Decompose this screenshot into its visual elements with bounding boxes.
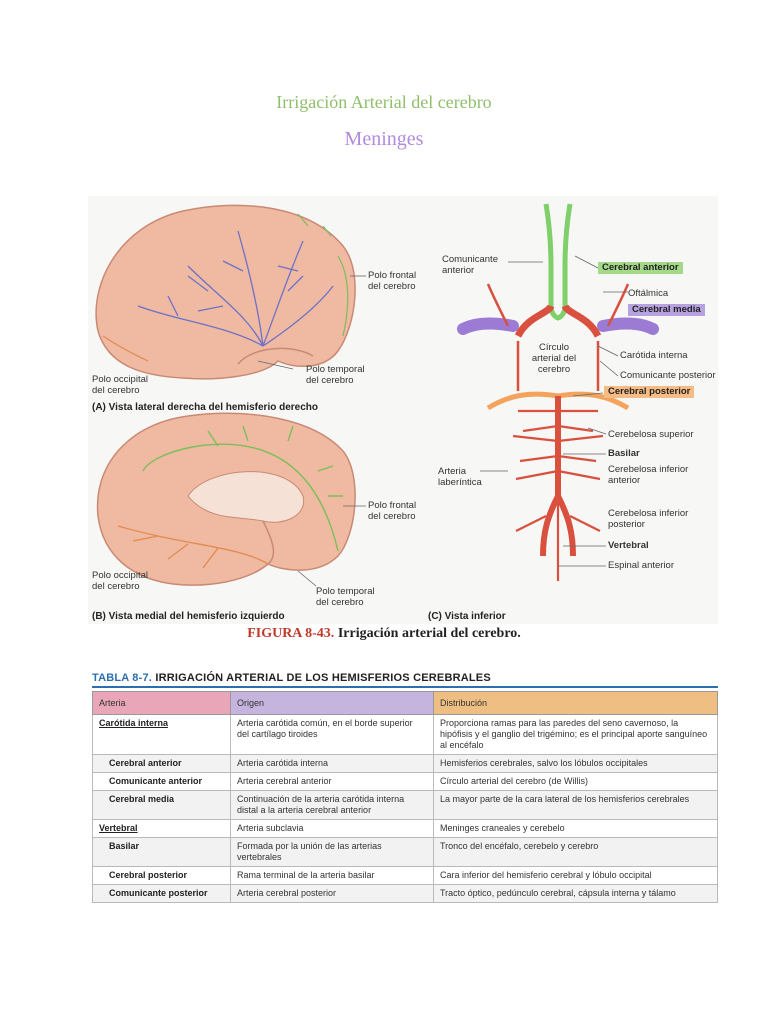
header-distribucion: Distribución [433,691,718,715]
cell-arteria: Basilar [92,837,231,867]
table-header-row: Arteria Origen Distribución [92,691,718,715]
table-row: Comunicante posterior Arteria cerebral p… [92,884,718,903]
anatomy-illustration [95,203,659,587]
label-medial-polo-frontal: Polo frontal del cerebro [368,500,417,522]
table-title: IRRIGACIÓN ARTERIAL DE LOS HEMISFERIOS C… [155,672,491,684]
cell-origen: Rama terminal de la arteria basilar [230,866,434,885]
caption-c: (C) Vista inferior [428,611,506,622]
cell-distribucion: Hemisferios cerebrales, salvo los lóbulo… [433,754,718,773]
figure-number: FIGURA 8-43. [247,626,335,641]
cell-arteria: Carótida interna [92,714,231,755]
cell-arteria: Comunicante posterior [92,884,231,903]
figure-caption: FIGURA 8-43. Irrigación arterial del cer… [0,626,768,642]
label-comunicante-posterior: Comunicante posterior [620,370,716,381]
label-cerebral-media: Cerebral media [628,304,705,316]
cell-origen: Arteria carótida común, en el borde supe… [230,714,434,755]
header-origen: Origen [230,691,434,715]
table-row: Cerebral posterior Rama terminal de la a… [92,866,718,885]
label-oftalmica: Oftálmica [628,288,669,299]
cell-origen: Arteria subclavia [230,819,434,838]
label-basilar: Basilar [608,448,640,459]
brain-arteries-figure: Polo frontal del cerebro Polo occipital … [88,196,718,624]
cell-arteria: Cerebral media [92,790,231,820]
label-espinal-anterior: Espinal anterior [608,560,675,571]
cell-origen: Formada por la unión de las arterias ver… [230,837,434,867]
cell-arteria: Vertebral [92,819,231,838]
cell-arteria: Comunicante anterior [92,772,231,791]
cell-distribucion: Círculo arterial del cerebro (de Willis) [433,772,718,791]
circle-of-willis-drawing [457,203,659,581]
label-vertebral: Vertebral [608,540,649,551]
figure-caption-text: Irrigación arterial del cerebro. [337,626,521,641]
label-arteria-laberintica: Arteria laberíntica [438,466,482,488]
label-cerebelosa-inferior-posterior: Cerebelosa inferior posterior [608,508,689,530]
table-number: TABLA 8-7. [92,672,153,684]
cell-origen: Continuación de la arteria carótida inte… [230,790,434,820]
cell-arteria: Cerebral anterior [92,754,231,773]
cell-distribucion: Meninges craneales y cerebelo [433,819,718,838]
cell-distribucion: Cara inferior del hemisferio cerebral y … [433,866,718,885]
table-row: Carótida interna Arteria carótida común,… [92,714,718,755]
arteries-table: Arteria Origen Distribución Carótida int… [92,691,718,903]
page-subtitle: Meninges [344,128,424,150]
label-carotida-interna: Carótida interna [620,350,688,361]
table-caption: TABLA 8-7. IRRIGACIÓN ARTERIAL DE LOS HE… [92,672,491,684]
cell-origen: Arteria cerebral anterior [230,772,434,791]
cell-arteria: Cerebral posterior [92,866,231,885]
label-lateral-polo-temporal: Polo temporal del cerebro [306,364,365,386]
label-lateral-polo-frontal: Polo frontal del cerebro [368,270,417,292]
label-lateral-polo-occipital: Polo occipital del cerebro [92,374,148,396]
label-cerebral-posterior: Cerebral posterior [604,386,695,398]
label-medial-polo-occipital: Polo occipital del cerebro [92,570,148,592]
label-cerebelosa-inferior-anterior: Cerebelosa inferior anterior [608,464,689,486]
table-row: Cerebral anterior Arteria carótida inter… [92,754,718,773]
label-circulo-arterial: Círculo arterial del cerebro [531,342,577,375]
cell-origen: Arteria carótida interna [230,754,434,773]
caption-a: (A) Vista lateral derecha del hemisferio… [92,402,319,413]
table-row: Cerebral media Continuación de la arteri… [92,790,718,820]
table-row: Basilar Formada por la unión de las arte… [92,837,718,867]
table-row: Vertebral Arteria subclavia Meninges cra… [92,819,718,838]
label-medial-polo-temporal: Polo temporal del cerebro [316,586,375,608]
cell-distribucion: Tracto óptico, pedúnculo cerebral, cápsu… [433,884,718,903]
cell-distribucion: Proporciona ramas para las paredes del s… [433,714,718,755]
label-cerebelosa-superior: Cerebelosa superior [608,429,694,440]
label-comunicante-anterior: Comunicante anterior [442,254,498,276]
label-cerebral-anterior: Cerebral anterior [598,262,683,274]
caption-b: (B) Vista medial del hemisferio izquierd… [92,611,285,622]
medial-brain-drawing [96,412,356,586]
lateral-brain-drawing [95,204,356,380]
cell-distribucion: La mayor parte de la cara lateral de los… [433,790,718,820]
cell-distribucion: Tronco del encéfalo, cerebelo y cerebro [433,837,718,867]
cell-origen: Arteria cerebral posterior [230,884,434,903]
table-row: Comunicante anterior Arteria cerebral an… [92,772,718,791]
page-title: Irrigación Arterial del cerebro [276,92,492,112]
table-rule [92,686,718,688]
header-arteria: Arteria [92,691,231,715]
